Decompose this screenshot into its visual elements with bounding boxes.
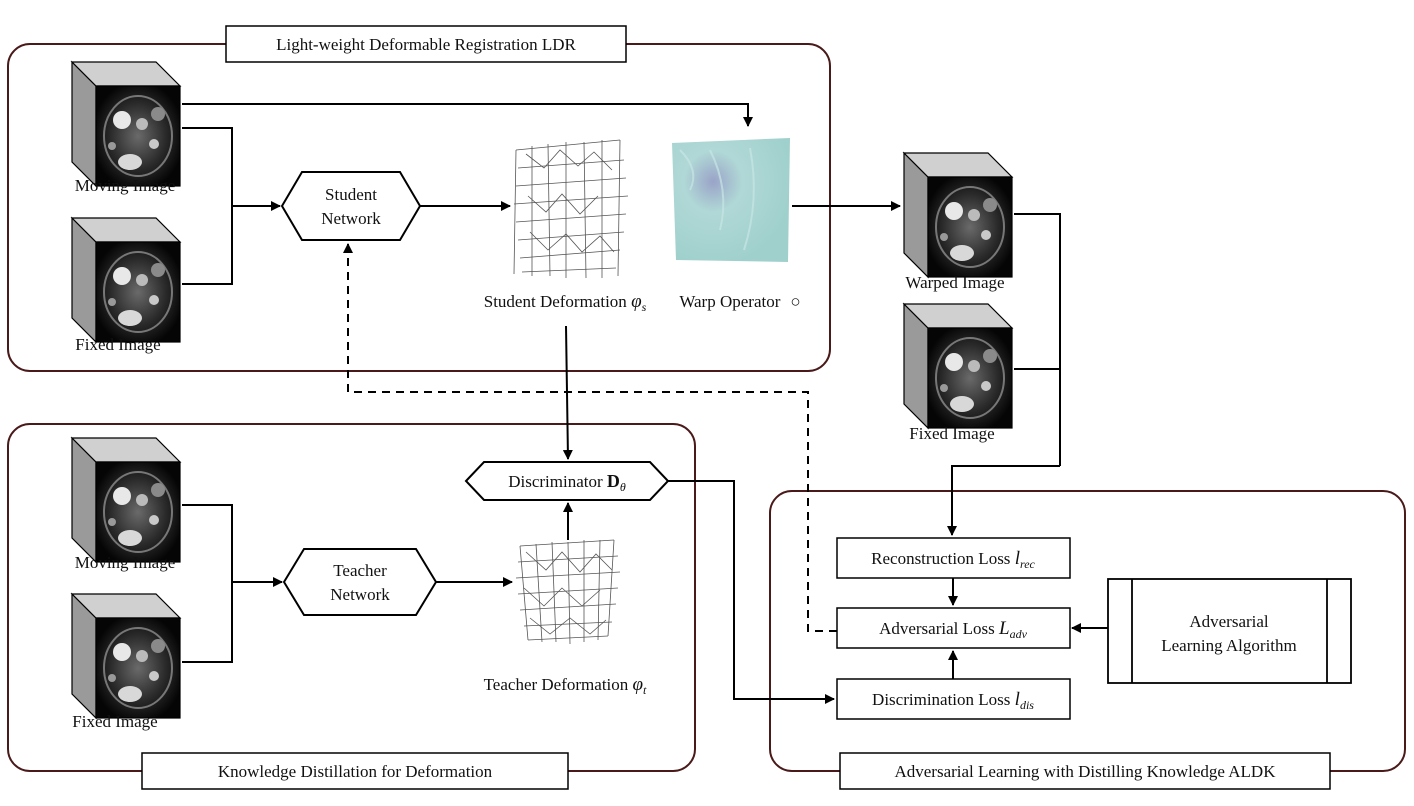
kdd-title-box bbox=[141, 752, 569, 790]
algorithm-line2: Learning Algorithm bbox=[1161, 636, 1297, 655]
adversarial-loss-box bbox=[836, 607, 1071, 649]
student-network-line2: Network bbox=[321, 209, 381, 228]
fixed-image-top-label: Fixed Image bbox=[75, 335, 160, 354]
aldk-title: Adversarial Learning with Distilling Kno… bbox=[894, 762, 1276, 781]
discrimination-loss-box bbox=[836, 678, 1071, 720]
aldk-title-box bbox=[839, 752, 1331, 790]
connectors bbox=[182, 103, 1108, 704]
warp-operator-label: Warp Operator○ bbox=[679, 292, 800, 311]
fixed-image-bottom-icon bbox=[71, 593, 181, 719]
moving-image-top-icon bbox=[71, 61, 181, 187]
teacher-network-line2: Network bbox=[330, 585, 390, 604]
fixed-image-top-icon bbox=[71, 217, 181, 343]
moving-image-bottom-icon bbox=[71, 437, 181, 563]
algorithm-box bbox=[1107, 578, 1352, 684]
teacher-network-node bbox=[282, 548, 438, 616]
teacher-deformation-label: Teacher Deformation φt bbox=[484, 674, 647, 697]
edge-warped-right bbox=[1014, 213, 1061, 466]
moving-image-bottom-label: Moving Image bbox=[75, 553, 176, 572]
student-deformation-label: Student Deformation φs bbox=[484, 291, 647, 314]
fixed-image-bottom-label: Fixed Image bbox=[72, 712, 157, 731]
fixed-image-right-icon bbox=[903, 303, 1013, 429]
student-deformation-grid-icon bbox=[513, 139, 629, 279]
student-network-line1: Student bbox=[325, 185, 377, 204]
fixed-image-right-label: Fixed Image bbox=[909, 424, 994, 443]
warp-field-texture bbox=[679, 147, 755, 251]
edge-adv-feedback-dashed bbox=[343, 243, 837, 632]
ldr-title: Light-weight Deformable Registration LDR bbox=[276, 35, 576, 54]
algorithm-line1: Adversarial bbox=[1189, 612, 1269, 631]
moving-image-top-label: Moving Image bbox=[75, 176, 176, 195]
warped-image-label: Warped Image bbox=[905, 273, 1004, 292]
edge-merge-top bbox=[182, 127, 233, 285]
reconstruction-loss-box bbox=[836, 537, 1071, 579]
edge-to-recloss bbox=[947, 465, 1060, 536]
kdd-title: Knowledge Distillation for Deformation bbox=[218, 762, 493, 781]
warp-field-icon bbox=[672, 138, 790, 262]
discriminator-label: Discriminator Dθ bbox=[508, 471, 626, 494]
teacher-deformation-grid-icon bbox=[515, 539, 621, 645]
adversarial-loss-label: Adversarial Loss Ladv bbox=[879, 618, 1028, 641]
discrimination-loss-label: Discrimination Loss ldis bbox=[872, 689, 1034, 712]
teacher-network-line1: Teacher bbox=[333, 561, 387, 580]
student-network-node bbox=[280, 171, 422, 241]
edge-moving-to-warp bbox=[182, 103, 753, 127]
edge-merge-bottom bbox=[182, 504, 233, 663]
warped-image-icon bbox=[903, 152, 1013, 278]
ldr-title-box bbox=[225, 25, 627, 63]
reconstruction-loss-label: Reconstruction Loss lrec bbox=[871, 548, 1035, 571]
edge-disc-to-disloss bbox=[668, 480, 835, 704]
